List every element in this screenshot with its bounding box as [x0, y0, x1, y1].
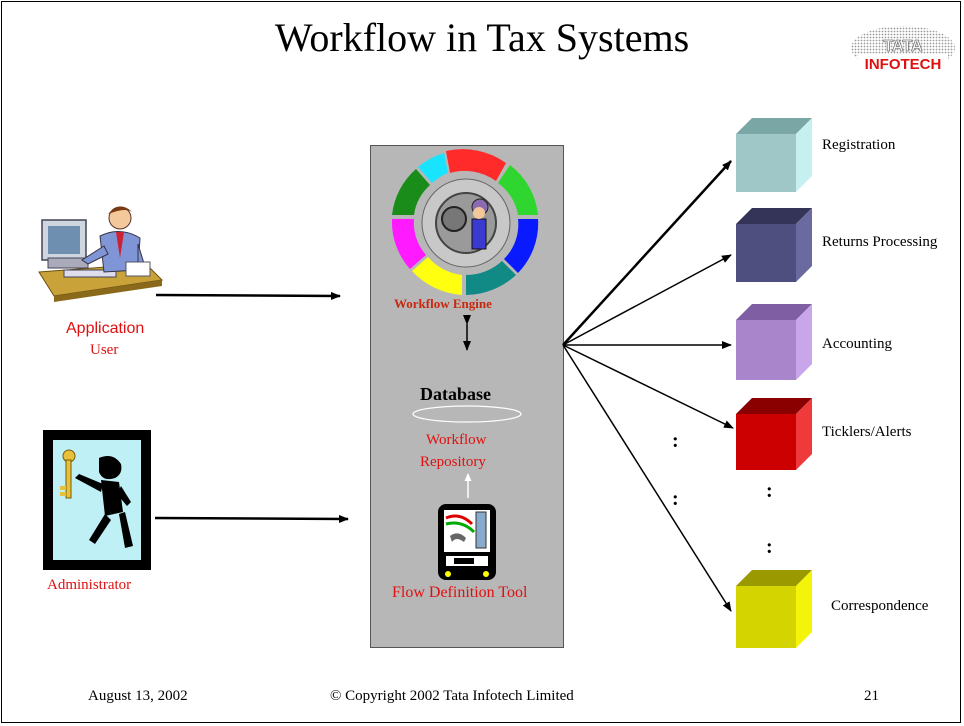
ellipsis-left-2: :: [672, 488, 679, 510]
ellipsis-right-2: :: [766, 536, 773, 558]
logo-text-bottom: INFOTECH: [865, 56, 942, 73]
returns-cube-icon: [736, 208, 812, 282]
office-worker-icon: [34, 200, 164, 304]
page-title: Workflow in Tax Systems: [274, 15, 690, 60]
module-label-returns: Returns Processing: [822, 234, 938, 250]
module-label-accounting: Accounting: [822, 336, 892, 352]
repository-label-line2: Repository: [420, 454, 486, 470]
tata-infotech-logo: TATA INFOTECH: [848, 24, 958, 78]
arrow-to-registration: [562, 160, 732, 346]
ticklers-cube-icon: [736, 398, 812, 470]
module-label-registration: Registration: [822, 137, 896, 153]
flow-tool-icon: [436, 502, 498, 584]
arrow-to-returns: [562, 254, 732, 346]
module-label-ticklers: Ticklers/Alerts: [822, 424, 912, 440]
application-label: Application: [66, 320, 145, 337]
flow-tool-label: Flow Definition Tool: [392, 584, 528, 601]
user-to-engine-arrow: [155, 291, 341, 300]
key-man-icon: [43, 430, 151, 570]
user-label: User: [90, 342, 119, 358]
repository-label-line1: Workflow: [426, 432, 487, 448]
admin-to-tool-arrow: [154, 514, 349, 523]
workflow-cycle-icon: [386, 148, 546, 298]
administrator-label: Administrator: [47, 577, 132, 593]
workflow-engine-label: Workflow Engine: [394, 296, 492, 311]
accounting-cube-icon: [736, 304, 812, 380]
logo-text-top: TATA: [883, 38, 923, 55]
footer-date: August 13, 2002: [88, 688, 188, 704]
footer-copyright: © Copyright 2002 Tata Infotech Limited: [330, 688, 574, 704]
registration-cube-icon: [736, 118, 812, 192]
database-disk-icon: [412, 405, 522, 423]
footer-page-number: 21: [864, 688, 879, 704]
arrow-to-ticklers: [562, 344, 734, 429]
arrow-to-correspondence: [562, 344, 732, 612]
database-label: Database: [420, 384, 491, 404]
module-label-correspondence: Correspondence: [831, 598, 929, 614]
ellipsis-left-1: :: [672, 430, 679, 452]
correspondence-cube-icon: [736, 570, 812, 648]
ellipsis-right-1: :: [766, 480, 773, 502]
